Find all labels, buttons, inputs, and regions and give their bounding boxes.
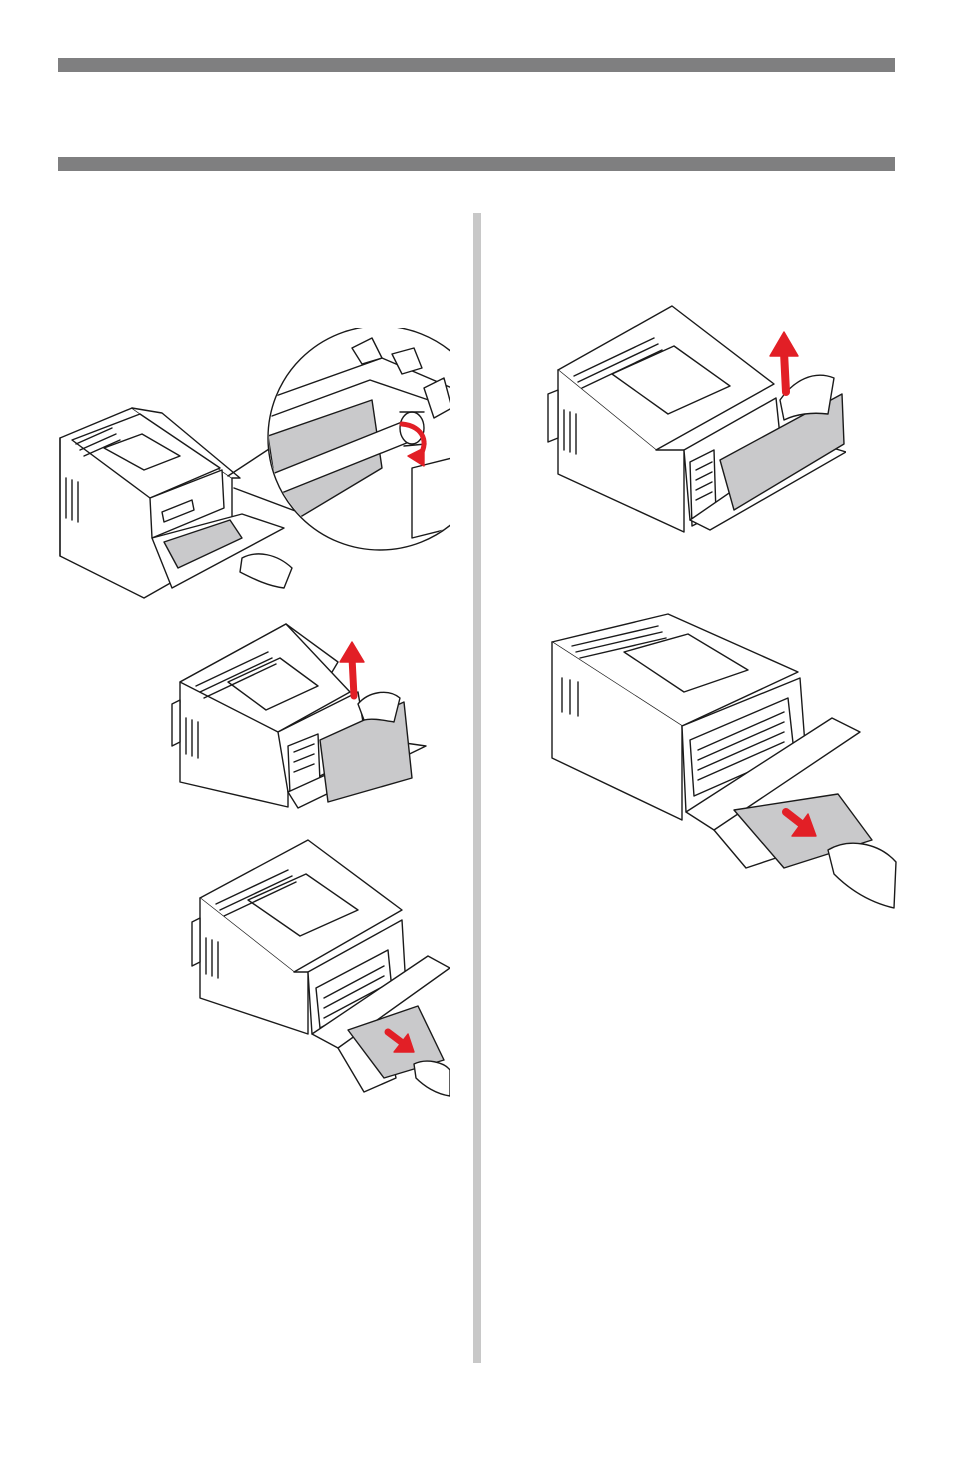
figure-paper-pull-up-large — [544, 304, 846, 536]
header-rule-bottom — [58, 157, 895, 171]
figure-paper-pull-out — [188, 838, 450, 1098]
header-rule-top — [58, 58, 895, 72]
column-divider — [473, 213, 481, 1363]
figure-paper-pull-out-large — [548, 612, 900, 910]
figure-fuser-roller-zoom — [52, 328, 450, 606]
figure-paper-pull-up — [168, 622, 430, 810]
